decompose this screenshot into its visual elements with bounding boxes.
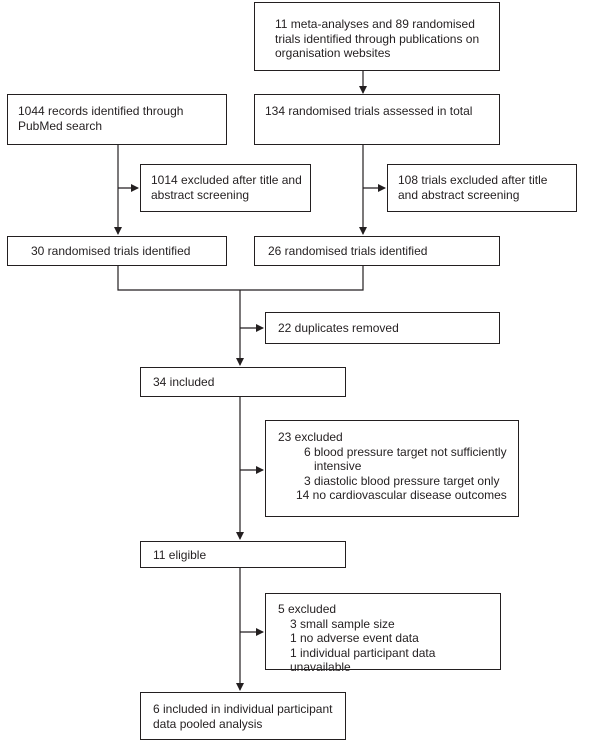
box-pubmed: 1044 records identified through PubMed s… <box>7 94 227 145</box>
box-5-excluded-head: 5 excluded <box>278 602 337 616</box>
exclusion-reason-small-sample: 3 small sample size <box>290 616 395 631</box>
box-websites: 11 meta-analyses and 89 randomised trial… <box>254 2 500 71</box>
box-excluded-websites: 108 trials excluded after title and abst… <box>387 164 577 212</box>
exclusion-reason-1: 6 blood pressure target not sufficiently… <box>304 444 507 474</box>
box-assessed-text: 134 randomised trials assessed in total <box>265 104 473 118</box>
box-11-eligible: 11 eligible <box>140 541 346 568</box>
box-34-included: 34 included <box>140 367 346 397</box>
box-excluded-pubmed: 1014 excluded after title and abstract s… <box>140 164 311 212</box>
exclusion-reason-ipd-unavailable: 1 individual participant data unavailabl… <box>290 645 436 675</box>
box-23-excluded-head: 23 excluded <box>278 430 343 444</box>
box-11-eligible-text: 11 eligible <box>153 548 207 562</box>
box-34-included-text: 34 included <box>153 375 215 389</box>
box-websites-text: 11 meta-analyses and 89 randomised trial… <box>275 17 480 60</box>
box-excluded-pubmed-text: 1014 excluded after title and abstract s… <box>151 173 302 202</box>
box-26-identified: 26 randomised trials identified <box>254 236 500 266</box>
box-assessed: 134 randomised trials assessed in total <box>254 94 500 145</box>
box-30-identified-text: 30 randomised trials identified <box>31 244 191 258</box>
box-duplicates: 22 duplicates removed <box>265 312 500 344</box>
box-6-included: 6 included in individual participant dat… <box>140 692 346 740</box>
box-23-excluded: 23 excluded 6 blood pressure target not … <box>265 420 519 517</box>
merge-connector <box>117 266 364 291</box>
exclusion-reason-3: 14 no cardiovascular disease outcomes <box>296 488 507 502</box>
box-pubmed-text: 1044 records identified through PubMed s… <box>18 104 184 133</box>
exclusion-reason-2: 3 diastolic blood pressure target only <box>304 473 500 488</box>
box-5-excluded: 5 excluded 3 small sample size 1 no adve… <box>265 593 501 674</box>
box-26-identified-text: 26 randomised trials identified <box>268 244 428 258</box>
box-30-identified: 30 randomised trials identified <box>7 236 227 266</box>
box-excluded-websites-text: 108 trials excluded after title and abst… <box>398 173 548 202</box>
box-6-included-text: 6 included in individual participant dat… <box>153 702 333 731</box>
exclusion-reason-adverse-data: 1 no adverse event data <box>290 631 419 645</box>
box-duplicates-text: 22 duplicates removed <box>278 321 399 335</box>
